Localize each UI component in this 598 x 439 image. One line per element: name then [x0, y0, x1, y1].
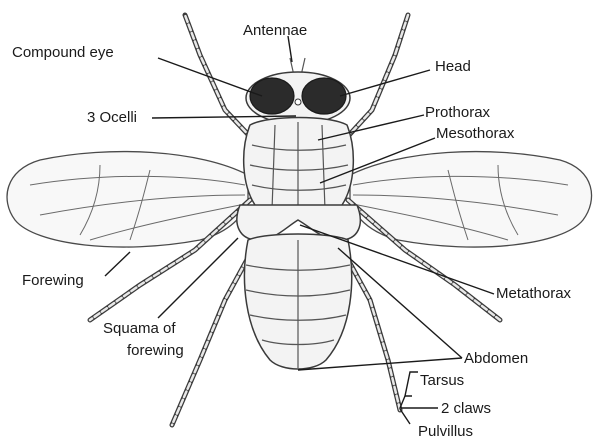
label-tarsus: Tarsus — [420, 372, 464, 389]
label-prothorax: Prothorax — [425, 104, 491, 121]
label-claws: 2 claws — [441, 400, 491, 417]
label-ocelli: 3 Ocelli — [87, 109, 137, 126]
label-compound-eye: Compound eye — [12, 44, 114, 61]
label-abdomen: Abdomen — [464, 350, 528, 367]
right-compound-eye-shape — [302, 78, 346, 114]
label-squama-line2: forewing — [127, 342, 184, 359]
label-head: Head — [435, 58, 471, 75]
fly-body — [237, 58, 360, 369]
ocelli-shape — [295, 99, 301, 105]
left-compound-eye-shape — [250, 78, 294, 114]
label-forewing: Forewing — [22, 272, 84, 289]
label-antennae: Antennae — [243, 22, 307, 39]
label-squama-line1: Squama of — [103, 320, 176, 337]
label-pulvillus: Pulvillus — [418, 423, 473, 439]
label-metathorax: Metathorax — [496, 285, 572, 302]
label-mesothorax: Mesothorax — [436, 125, 515, 142]
